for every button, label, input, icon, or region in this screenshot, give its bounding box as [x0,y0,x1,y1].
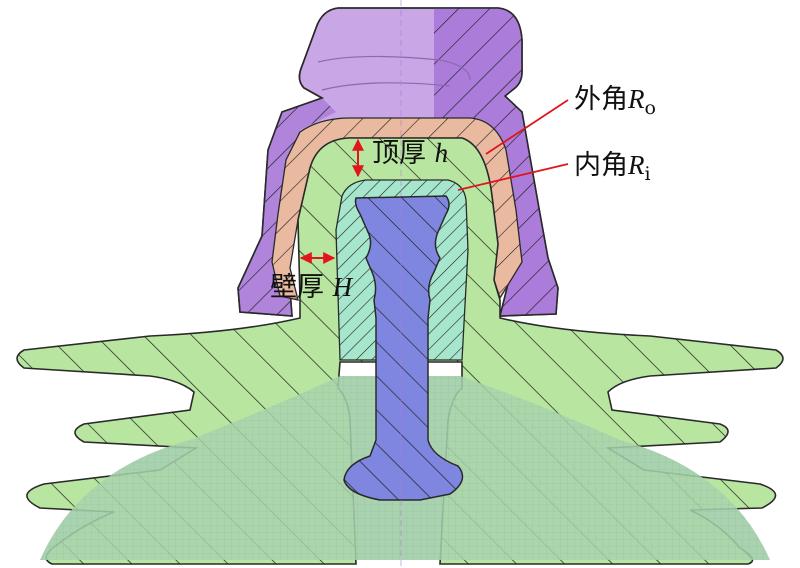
top-thickness-label: 顶厚 h [372,138,448,169]
inner-angle-label: 内角Ri [574,150,651,185]
metal-cap [237,7,559,317]
steel-pin [343,195,464,501]
wall-thickness-label: 壁厚 H [270,272,354,303]
outer-angle-label: 外角Ro [574,84,656,119]
inner-angle-leader [457,163,569,191]
outer-angle-leader [485,99,569,155]
